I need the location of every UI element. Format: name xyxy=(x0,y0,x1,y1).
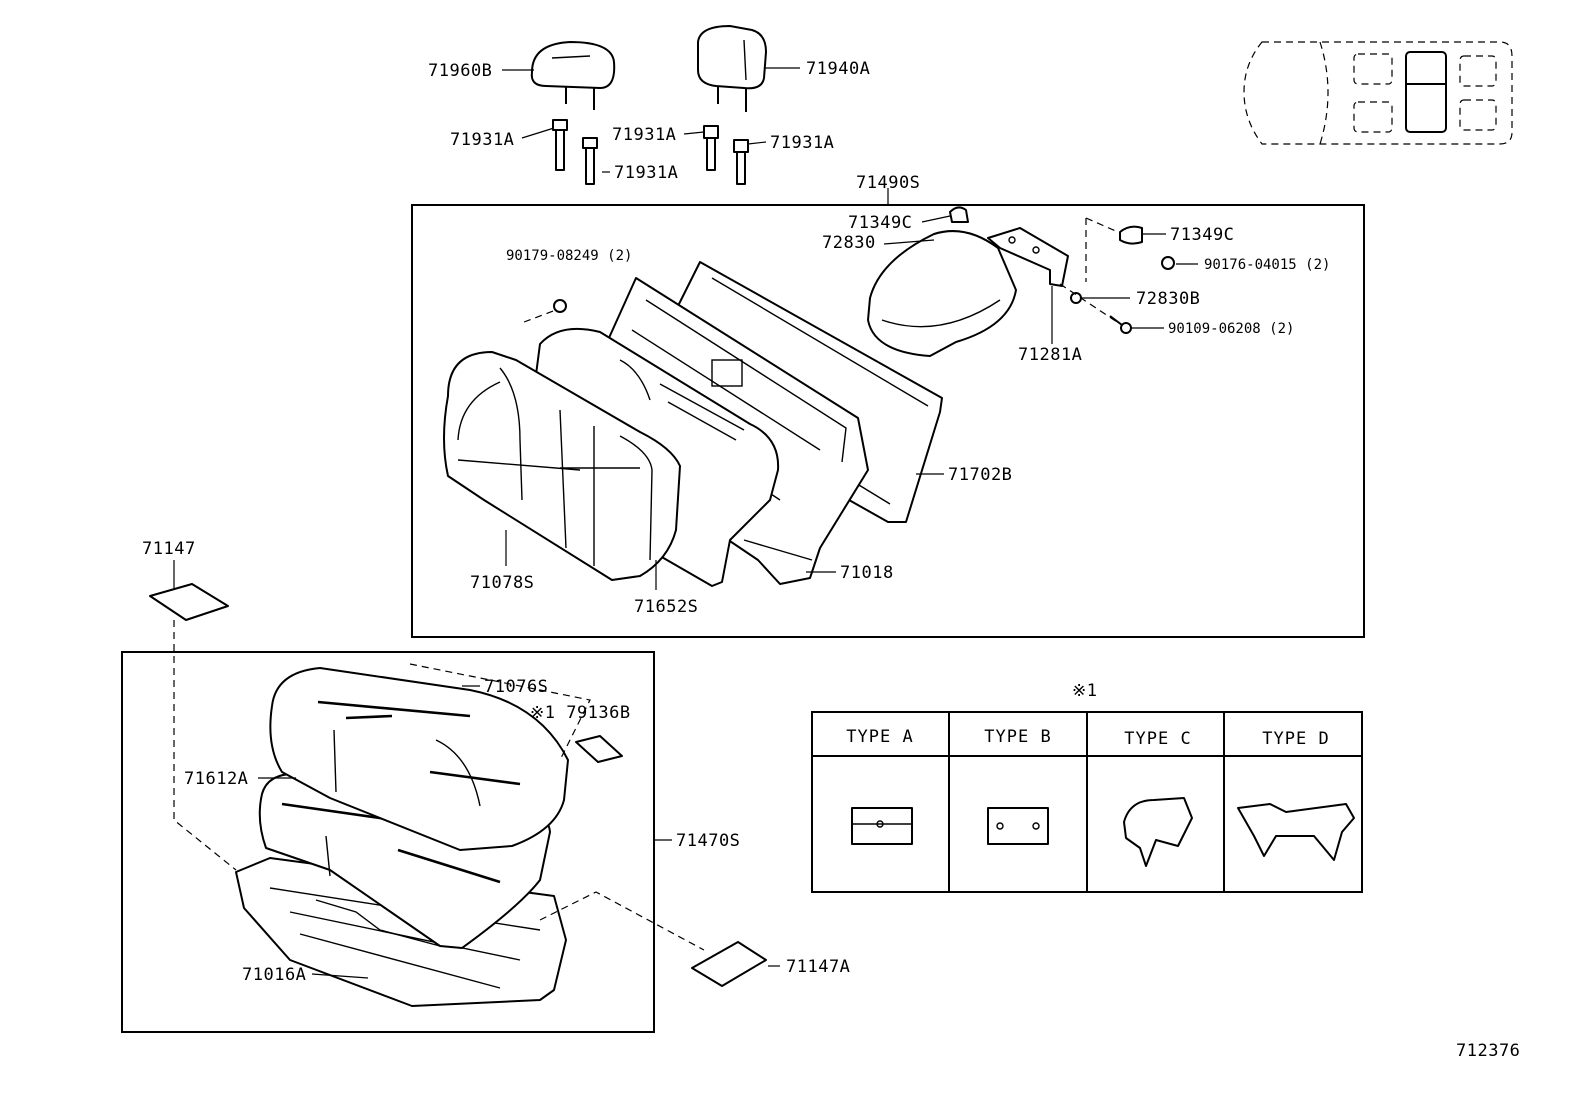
headrest-support-3 xyxy=(703,125,719,171)
type-table xyxy=(811,711,1363,893)
label-71349c-1: 71349C xyxy=(848,213,912,233)
label-71147a: 71147A xyxy=(786,957,850,977)
label-71349c-2: 71349C xyxy=(1170,225,1234,245)
label-71490s: 71490S xyxy=(856,173,920,193)
type-c-shape xyxy=(1123,797,1193,867)
label-71702b: 71702B xyxy=(948,465,1012,485)
dash-pad-top xyxy=(173,620,237,871)
dash-pad-bottom xyxy=(539,891,705,951)
label-71931a-1: 71931A xyxy=(450,130,514,150)
armrest-hinge xyxy=(987,227,1069,287)
type-a-header: TYPE A xyxy=(846,727,913,747)
headrest-right xyxy=(697,25,767,112)
seat-cushion-box xyxy=(121,651,655,1033)
label-71940a: 71940A xyxy=(806,59,870,79)
label-71078s: 71078S xyxy=(470,573,534,593)
bolt-90109 xyxy=(1109,315,1132,334)
label-71016a: 71016A xyxy=(242,965,306,985)
label-71931a-3: 71931A xyxy=(612,125,676,145)
headrest-left xyxy=(530,41,616,110)
label-71652s: 71652S xyxy=(634,597,698,617)
pad-71147 xyxy=(149,583,229,621)
label-71018: 71018 xyxy=(840,563,894,583)
label-90176: 90176-04015 (2) xyxy=(1204,257,1330,273)
type-d-shape xyxy=(1237,803,1355,861)
nut-90176 xyxy=(1161,256,1175,270)
dash-bolt xyxy=(1059,283,1121,325)
label-71960b: 71960B xyxy=(428,61,492,81)
label-72830: 72830 xyxy=(822,233,876,253)
label-71076s: 71076S xyxy=(484,677,548,697)
headrest-support-4 xyxy=(733,139,749,185)
type-c-header: TYPE C xyxy=(1124,729,1191,749)
nut-90179 xyxy=(553,299,567,313)
headrest-support-1 xyxy=(552,119,568,171)
cover-71349c-1 xyxy=(949,206,969,223)
dash-cover-outline xyxy=(409,663,591,761)
label-90109: 90109-06208 (2) xyxy=(1168,321,1294,337)
cover-71349c-2 xyxy=(1119,225,1143,245)
leader-lines xyxy=(173,67,1198,979)
nut-72830b xyxy=(1070,292,1082,304)
label-71612a: 71612A xyxy=(184,769,248,789)
type-b-header: TYPE B xyxy=(984,727,1051,747)
cushion-cover xyxy=(269,667,569,851)
label-71281a: 71281A xyxy=(1018,345,1082,365)
vehicle-inset xyxy=(1243,41,1513,145)
label-71147: 71147 xyxy=(142,539,196,559)
armrest xyxy=(867,230,1017,357)
label-71931a-2: 71931A xyxy=(614,163,678,183)
label-79136b: ※1 79136B xyxy=(530,703,631,723)
label-71470s: 71470S xyxy=(676,831,740,851)
label-90179: 90179-08249 (2) xyxy=(506,248,632,264)
dash-cover xyxy=(1085,217,1119,233)
dash-nut xyxy=(523,309,557,323)
illustration-code: 712376 xyxy=(1456,1041,1520,1061)
back-cover xyxy=(443,351,681,581)
type-b-shape xyxy=(987,807,1049,845)
pad-71147a xyxy=(691,941,767,987)
type-d-header: TYPE D xyxy=(1262,729,1329,749)
label-72830b: 72830B xyxy=(1136,289,1200,309)
pad-79136b xyxy=(575,735,623,763)
label-71931a-4: 71931A xyxy=(770,133,834,153)
headrest-support-2 xyxy=(582,137,598,185)
label-note-title: ※1 xyxy=(1072,681,1097,701)
